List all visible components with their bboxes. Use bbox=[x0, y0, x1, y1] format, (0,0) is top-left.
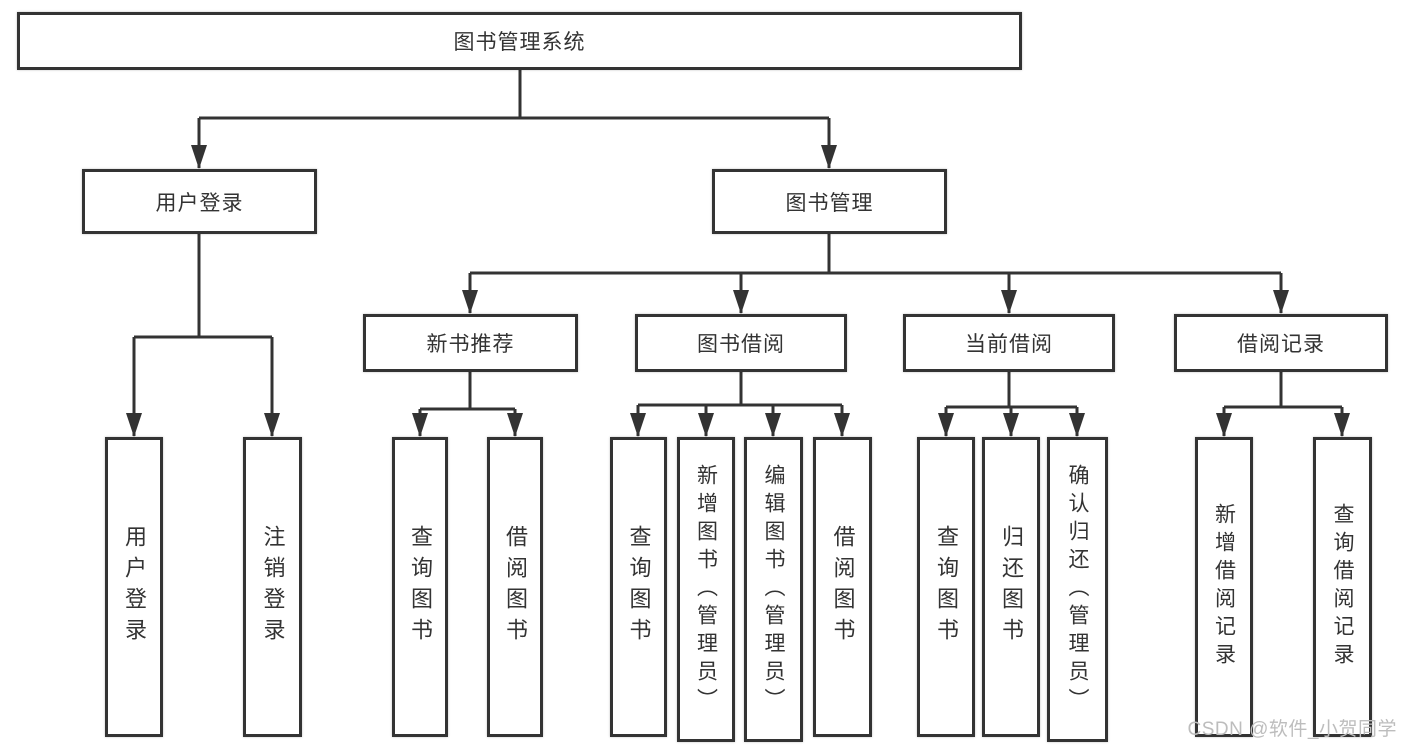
node-system-root: 图书管理系统 bbox=[17, 12, 1022, 70]
node-book-borrowing: 图书借阅 bbox=[635, 314, 847, 372]
node-label: 图书管理系统 bbox=[453, 31, 586, 54]
node-label: 确认归还（管理员） bbox=[1066, 463, 1089, 716]
node-label: 新书推荐 bbox=[426, 333, 515, 356]
node-current-borrowing: 当前借阅 bbox=[903, 314, 1115, 372]
node-borrowing-records: 借阅记录 bbox=[1174, 314, 1388, 372]
node-leaf-query-books-recommend: 查询图书 bbox=[392, 437, 448, 737]
node-leaf-edit-books-admin: 编辑图书（管理员） bbox=[744, 437, 803, 742]
node-leaf-return-books: 归还图书 bbox=[982, 437, 1040, 737]
node-label: 图书借阅 bbox=[697, 333, 785, 356]
connector-current-borrowing-to-leaves bbox=[938, 372, 1085, 437]
node-leaf-query-books-current: 查询图书 bbox=[917, 437, 975, 737]
node-label: 查询图书 bbox=[626, 525, 652, 649]
node-label: 当前借阅 bbox=[965, 333, 1053, 356]
node-label: 编辑图书（管理员） bbox=[762, 463, 785, 716]
node-leaf-logout-login: 注销登录 bbox=[243, 437, 302, 737]
node-label: 用户登录 bbox=[155, 191, 244, 215]
connector-borrowing-records-to-leaves bbox=[1216, 372, 1350, 437]
node-leaf-add-borrow-record: 新增借阅记录 bbox=[1195, 437, 1253, 737]
node-label: 归还图书 bbox=[999, 525, 1024, 649]
node-user-login: 用户登录 bbox=[82, 169, 317, 234]
node-label: 借阅图书 bbox=[830, 525, 856, 649]
node-book-management: 图书管理 bbox=[712, 169, 947, 234]
node-leaf-query-books-borrow: 查询图书 bbox=[610, 437, 667, 737]
node-label: 图书管理 bbox=[785, 191, 874, 215]
node-leaf-query-borrow-record: 查询借阅记录 bbox=[1313, 437, 1372, 737]
connector-book-management-to-level3 bbox=[462, 233, 1289, 314]
node-label: 查询图书 bbox=[408, 525, 433, 649]
node-label: 查询借阅记录 bbox=[1331, 503, 1354, 671]
node-leaf-add-books-admin: 新增图书（管理员） bbox=[677, 437, 735, 742]
connector-book-borrowing-to-leaves bbox=[630, 372, 850, 437]
node-label: 借阅记录 bbox=[1237, 333, 1325, 356]
node-label: 新增图书（管理员） bbox=[694, 463, 718, 716]
connector-user-login-to-leaves bbox=[126, 233, 280, 437]
node-leaf-borrow-books-recommend: 借阅图书 bbox=[487, 437, 543, 737]
csdn-watermark: CSDN @软件_小贺同学 bbox=[1187, 719, 1397, 740]
node-leaf-user-login: 用户登录 bbox=[105, 437, 163, 737]
node-leaf-borrow-books-borrow: 借阅图书 bbox=[813, 437, 872, 737]
node-label: 注销登录 bbox=[260, 525, 286, 649]
node-leaf-confirm-return-admin: 确认归还（管理员） bbox=[1047, 437, 1108, 742]
node-label: 新增借阅记录 bbox=[1212, 503, 1236, 671]
node-label: 查询图书 bbox=[934, 525, 959, 649]
node-label: 用户登录 bbox=[122, 525, 147, 649]
node-new-book-recommend: 新书推荐 bbox=[363, 314, 578, 372]
connector-new-book-recommend-to-leaves bbox=[412, 372, 523, 437]
node-label: 借阅图书 bbox=[503, 525, 528, 649]
connector-root-to-level2 bbox=[191, 69, 837, 169]
